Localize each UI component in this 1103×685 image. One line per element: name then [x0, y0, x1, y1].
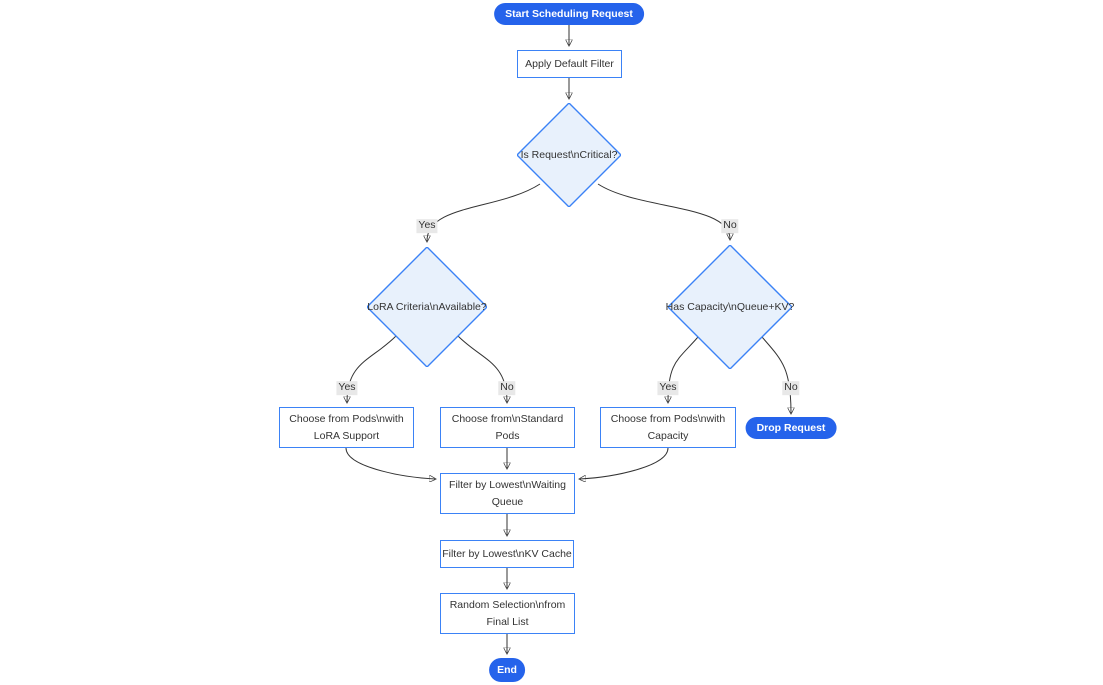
node-choose-pods-lora-support-label: Choose from Pods\nwith LoRA Support — [289, 413, 404, 442]
edge-label-critical-no: No — [721, 219, 739, 233]
node-filter-lowest-kv-cache-label: Filter by Lowest\nKV Cache — [442, 547, 572, 560]
edge-capacitypods-filter — [580, 447, 669, 479]
edge-label-lora-no: No — [498, 381, 516, 395]
node-end: End — [489, 658, 525, 682]
node-random-selection-final-list-label: Random Selection\nfrom Final List — [449, 599, 566, 628]
node-drop-request-label: Drop Request — [756, 421, 826, 434]
node-apply-default-filter-label: Apply Default Filter — [525, 57, 614, 70]
diamond-shape — [668, 245, 792, 369]
node-filter-lowest-kv-cache: Filter by Lowest\nKV Cache — [440, 540, 574, 568]
node-lora-criteria-available-label: LoRA Criteria\nAvailable? — [367, 300, 487, 313]
node-has-capacity-queue-kv-label: Has Capacity\nQueue+KV? — [665, 300, 795, 313]
node-choose-pods-lora-support: Choose from Pods\nwith LoRA Support — [279, 407, 414, 448]
node-choose-pods-capacity: Choose from Pods\nwith Capacity — [600, 407, 736, 448]
node-has-capacity-queue-kv: Has Capacity\nQueue+KV? — [665, 245, 795, 369]
node-choose-pods-capacity-label: Choose from Pods\nwith Capacity — [610, 413, 726, 442]
node-choose-standard-pods-label: Choose from\nStandard Pods — [451, 413, 564, 442]
node-lora-criteria-available: LoRA Criteria\nAvailable? — [367, 247, 487, 367]
node-apply-default-filter: Apply Default Filter — [517, 50, 622, 78]
diamond-shape — [517, 103, 621, 207]
node-end-label: End — [497, 663, 517, 676]
edge-label-lora-yes: Yes — [336, 381, 358, 395]
edge-capacity-no — [761, 336, 791, 413]
node-filter-lowest-waiting-queue-label: Filter by Lowest\nWaiting Queue — [449, 479, 566, 508]
node-filter-lowest-waiting-queue: Filter by Lowest\nWaiting Queue — [440, 473, 575, 514]
diamond-shape — [367, 247, 487, 367]
node-start-label: Start Scheduling Request — [505, 7, 633, 20]
node-is-request-critical: Is Request\nCritical? — [517, 103, 621, 207]
edge-label-capacity-yes: Yes — [657, 381, 679, 395]
node-drop-request: Drop Request — [745, 417, 837, 439]
node-choose-standard-pods: Choose from\nStandard Pods — [440, 407, 575, 448]
node-random-selection-final-list: Random Selection\nfrom Final List — [440, 593, 575, 634]
node-start: Start Scheduling Request — [494, 3, 644, 25]
edge-lorapods-filter — [345, 447, 435, 479]
node-is-request-critical-label: Is Request\nCritical? — [520, 148, 618, 161]
edge-label-critical-yes: Yes — [416, 219, 438, 233]
edge-label-capacity-no: No — [782, 381, 800, 395]
